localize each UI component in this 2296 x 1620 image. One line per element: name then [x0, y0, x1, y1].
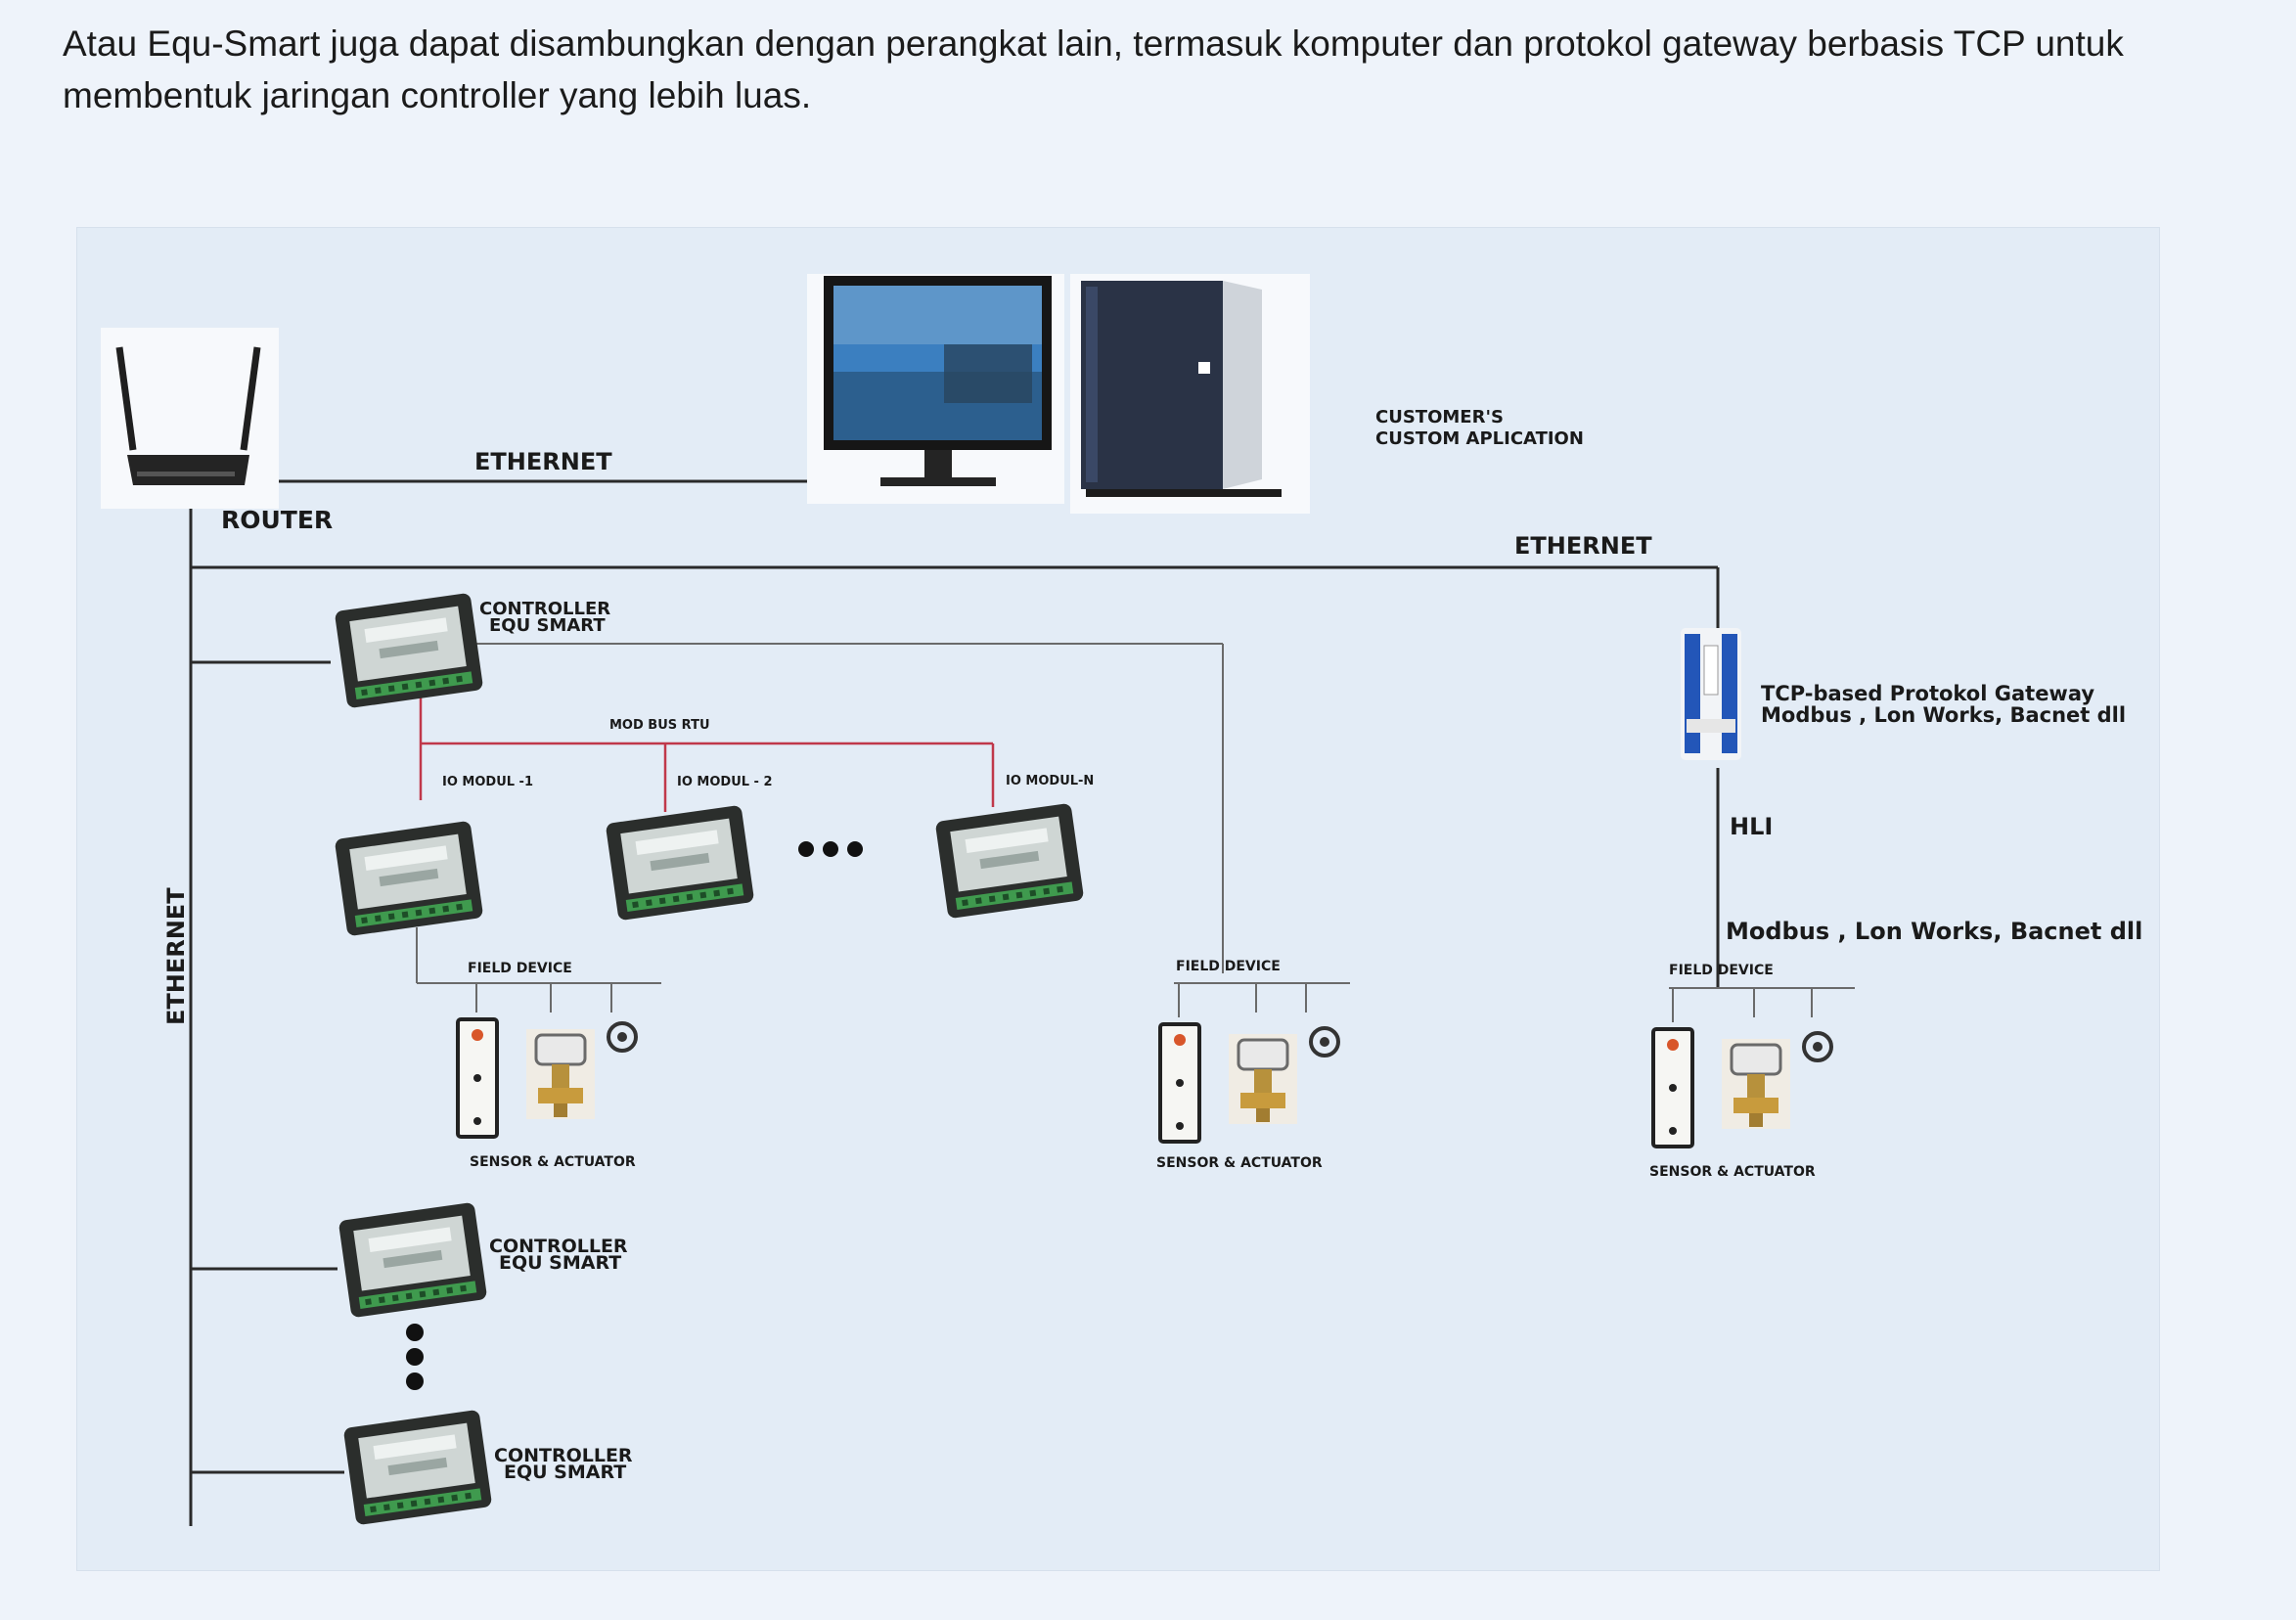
customer-label-line1: CUSTOMER'S: [1375, 407, 1504, 428]
controller-label-line2: EQU SMART: [499, 1252, 621, 1274]
monitor-icon: [807, 274, 1064, 504]
more-io-modules-dots: [798, 841, 863, 857]
controller-icon: [334, 592, 484, 709]
gateway-label-line2: Modbus , Lon Works, Bacnet dll: [1761, 703, 2126, 727]
field-bus-wires: [416, 643, 1855, 1022]
io-modul-1-label: IO MODUL -1: [442, 775, 533, 789]
ethernet-vertical-label: ETHERNET: [162, 887, 190, 1025]
router-icon: [101, 328, 279, 509]
ethernet-wires: [189, 479, 1720, 1526]
intro-text: Atau Equ-Smart juga dapat disambungkan d…: [63, 23, 2124, 115]
controller-label-line2: EQU SMART: [504, 1462, 626, 1483]
sensor-icon: [456, 1017, 638, 1139]
modbus-lonworks-label: Modbus , Lon Works, Bacnet dll: [1726, 918, 2142, 945]
field-device-label: FIELD DEVICE: [1176, 959, 1281, 974]
gateway-label-line1: TCP-based Protokol Gateway: [1761, 682, 2094, 705]
sensor-actuator-label: SENSOR & ACTUATOR: [1649, 1164, 1816, 1180]
customer-label-line2: CUSTOM APLICATION: [1375, 428, 1584, 449]
io-module-icon: [605, 804, 755, 922]
controller-icon: [342, 1409, 493, 1526]
modbus-rtu-wires: [419, 697, 995, 812]
sensor-actuator-label: SENSOR & ACTUATOR: [470, 1154, 636, 1170]
controller-label-line2: EQU SMART: [489, 615, 606, 636]
router-label: ROUTER: [221, 506, 333, 534]
io-modul-n-label: IO MODUL-N: [1006, 774, 1094, 788]
sensor-icon: [1158, 1022, 1340, 1144]
io-module-icon: [334, 820, 484, 937]
ethernet-right-label: ETHERNET: [1514, 532, 1652, 560]
hli-label: HLI: [1730, 813, 1773, 840]
sensor-actuator-label: SENSOR & ACTUATOR: [1156, 1155, 1323, 1171]
controller-label-line1: CONTROLLER: [494, 1445, 633, 1466]
sensor-icon: [1651, 1027, 1833, 1148]
ethernet-top-label: ETHERNET: [474, 448, 612, 475]
controller-icon: [338, 1201, 488, 1319]
controller-label-line1: CONTROLLER: [489, 1236, 628, 1257]
pc-tower-icon: [1070, 274, 1310, 514]
field-device-label: FIELD DEVICE: [468, 961, 572, 976]
modbus-rtu-label: MOD BUS RTU: [609, 718, 710, 733]
io-module-icon: [934, 802, 1085, 920]
gateway-icon: [1681, 628, 1741, 760]
io-modul-2-label: IO MODUL - 2: [677, 775, 773, 789]
more-controllers-dots: [406, 1324, 424, 1390]
field-device-label: FIELD DEVICE: [1669, 963, 1774, 978]
controller-label-line1: CONTROLLER: [479, 599, 610, 619]
